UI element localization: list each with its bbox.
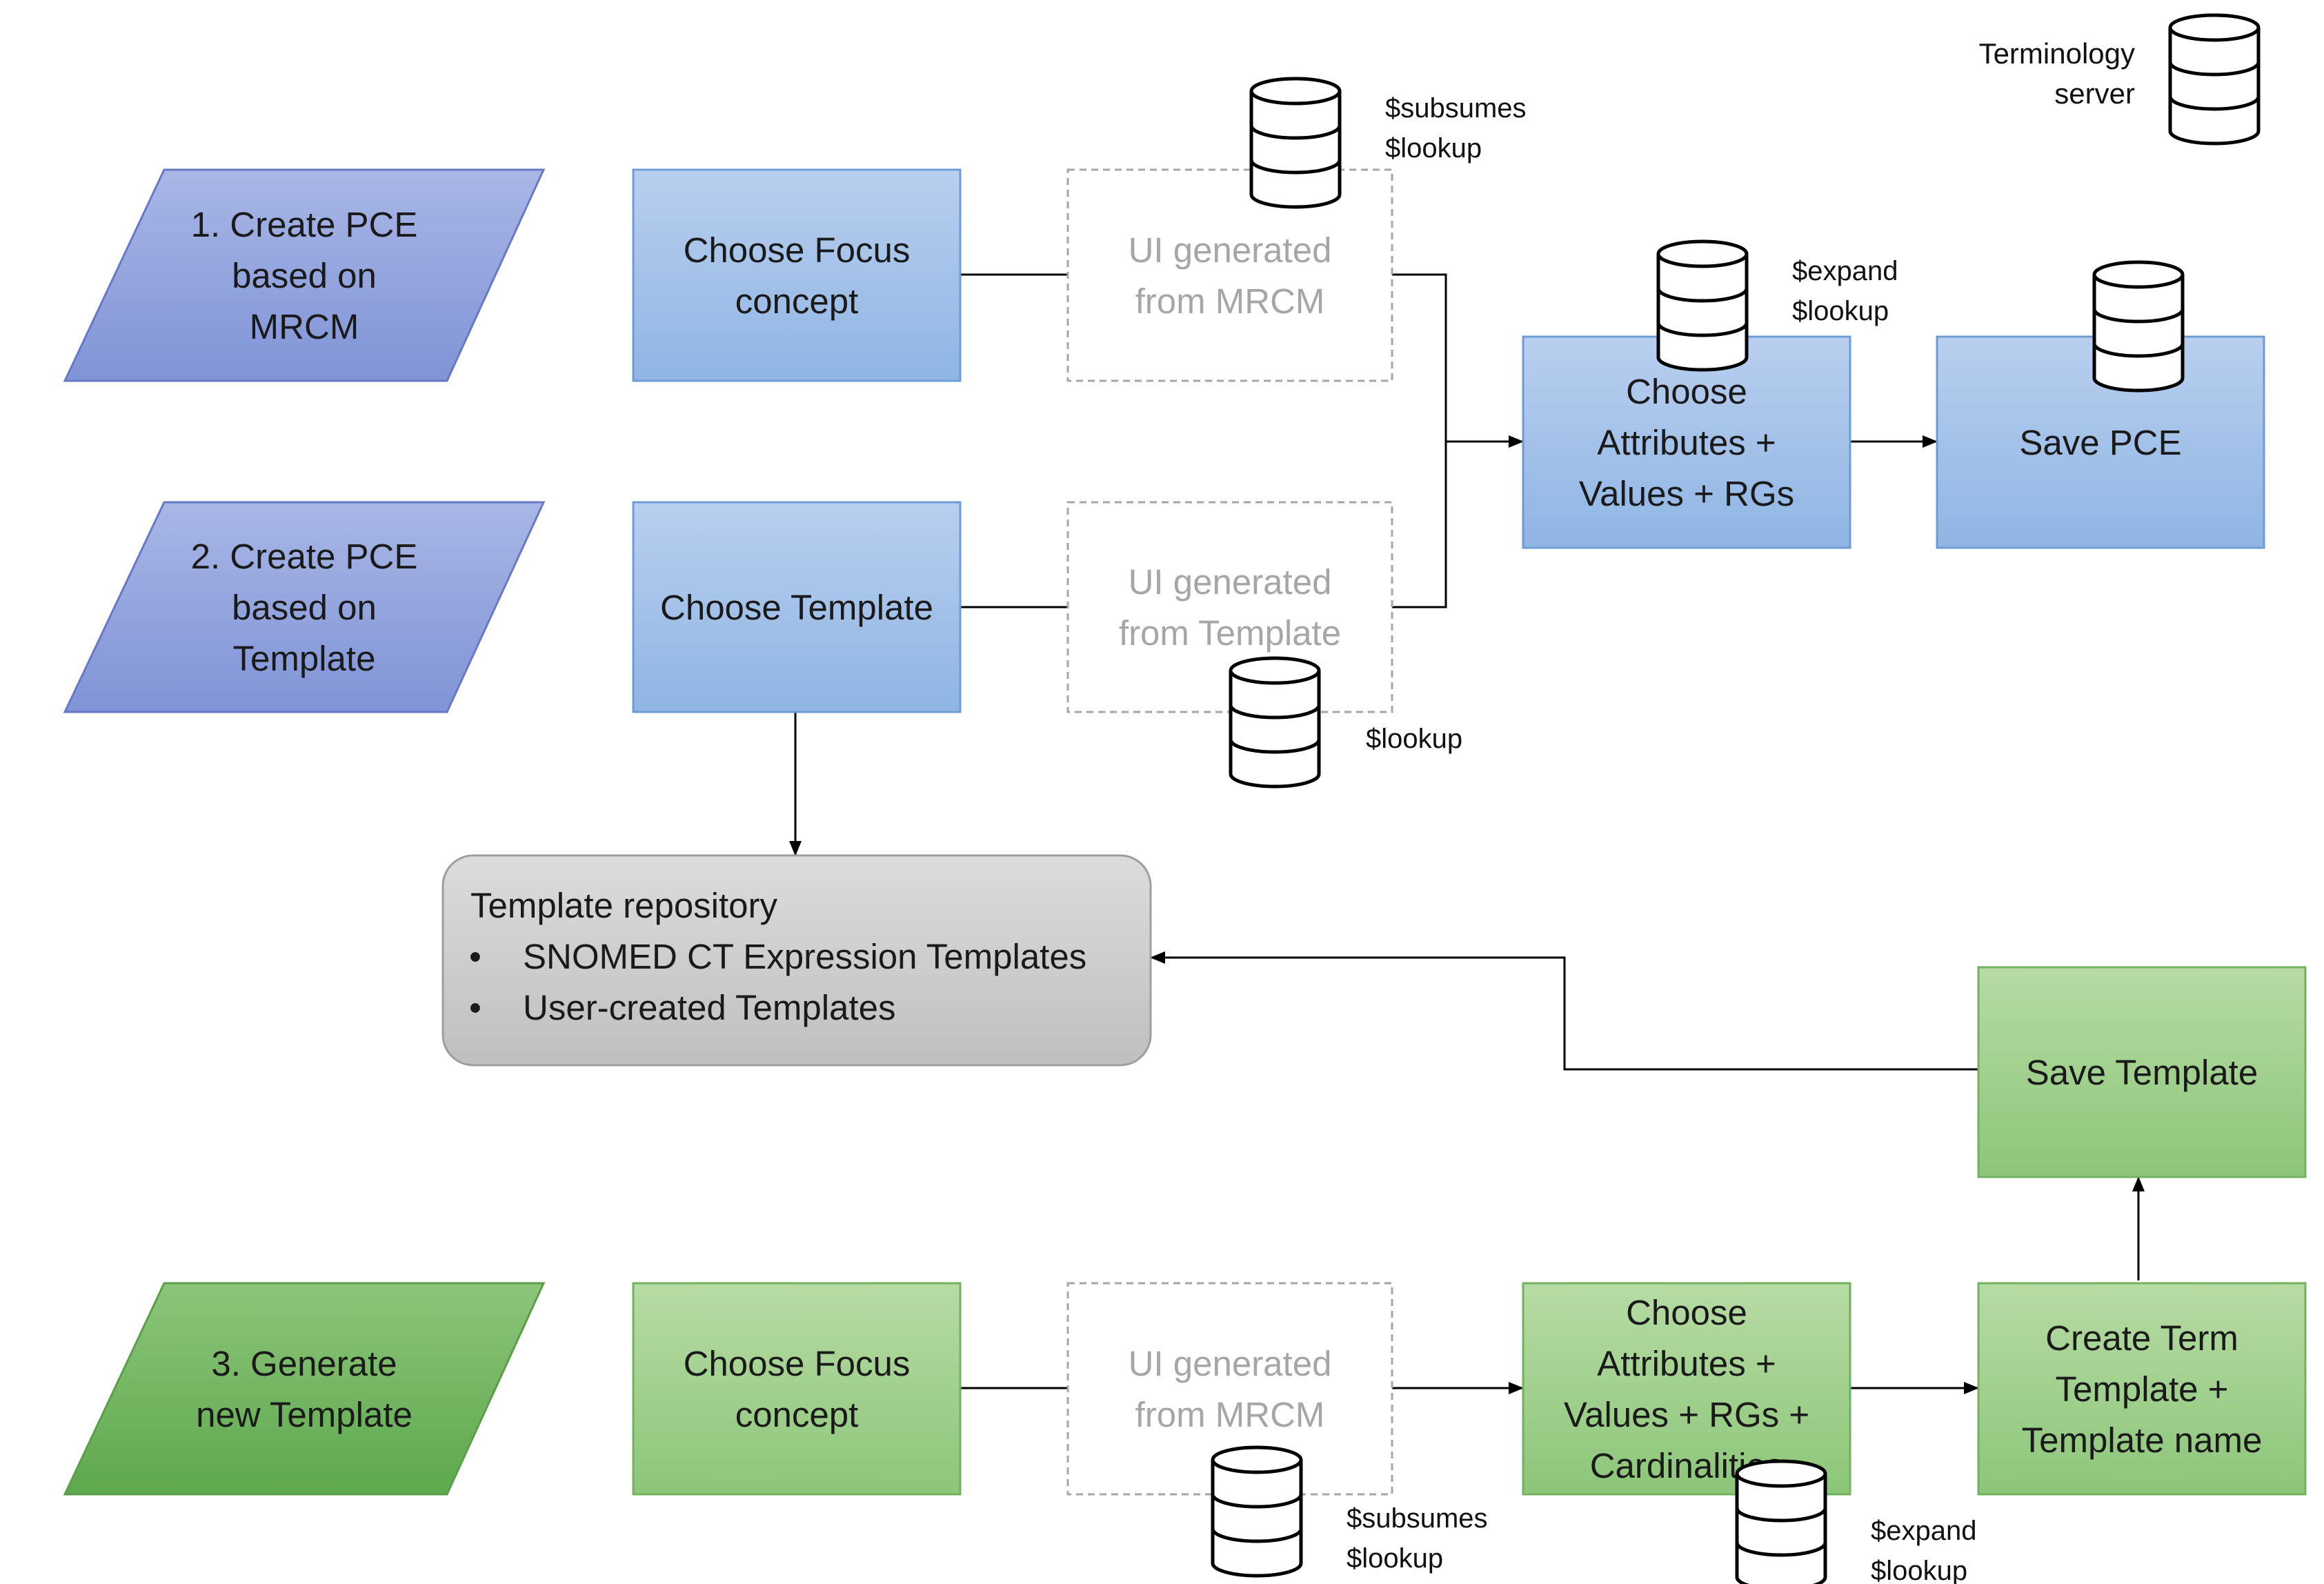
connector-ui-template-to-merge [1392, 442, 1447, 608]
repository-item-snomed-templates: SNOMED CT Expression Templates [523, 937, 1086, 976]
repository-item-user-templates: User-created Templates [523, 988, 895, 1027]
step-label: Save PCE [2019, 423, 2181, 462]
server-call-expand: $expand [1792, 256, 1898, 286]
label-line: Choose Focus [684, 1344, 911, 1383]
server-call-subsumes: $subsumes [1385, 93, 1527, 123]
label-line: Template name [2022, 1420, 2263, 1460]
database-icon [2168, 13, 2261, 146]
label-line: new Template [196, 1395, 413, 1434]
step-save-pce[interactable]: Save PCE [1936, 335, 2265, 549]
database-icon [1249, 77, 1342, 209]
server-call-subsumes: $subsumes [1347, 1503, 1488, 1534]
server-call-lookup: $lookup [1366, 724, 1462, 754]
terminology-server-legend: Terminology server [1979, 37, 2135, 110]
label-line: UI generated [1129, 1344, 1332, 1383]
input-label: 1. Create PCE based on MRCM [191, 205, 418, 346]
label-line: Values + RGs + [1564, 1395, 1809, 1434]
label-line: Attributes + [1597, 1344, 1776, 1383]
step-choose-focus-concept-bottom[interactable]: Choose Focus concept [632, 1282, 962, 1496]
label-line: from MRCM [1135, 281, 1325, 321]
arrow-save-template-to-repository [1150, 951, 1978, 1071]
label-line: 3. Generate [211, 1344, 397, 1383]
label-line: Choose [1626, 372, 1747, 411]
label-line: based on [232, 588, 377, 627]
step-ui-generated-from-template[interactable]: UI generated from Template [1066, 501, 1393, 713]
label-line: Save Template [2026, 1053, 2258, 1092]
step-save-template[interactable]: Save Template [1977, 966, 2307, 1178]
step-label: Save Template [2026, 1053, 2258, 1092]
repository-bullet: • [469, 937, 481, 976]
input-label: 2. Create PCE based on Template [191, 537, 418, 678]
input-create-pce-template[interactable]: 2. Create PCE based on Template [63, 501, 546, 713]
database-icon [1735, 1459, 1827, 1584]
label-line: concept [735, 281, 859, 321]
server-call-lookup: $lookup [1385, 133, 1482, 164]
input-label: 3. Generate new Template [196, 1344, 413, 1434]
step-label: Choose Focus concept [684, 230, 911, 321]
label-line: Template + [2056, 1369, 2229, 1409]
label-line: MRCM [250, 307, 359, 346]
step-label: Choose Template [660, 588, 933, 627]
legend-label-line2: server [2054, 77, 2135, 110]
label-line: 2. Create PCE [191, 537, 418, 576]
label-line: Values + RGs [1579, 474, 1794, 513]
connector-ui-mrcm-to-merge [1392, 273, 1447, 442]
server-call-lookup: $lookup [1347, 1543, 1443, 1574]
step-label: Choose Focus concept [684, 1344, 911, 1434]
step-choose-template[interactable]: Choose Template [632, 501, 962, 713]
label-line: Attributes + [1597, 423, 1776, 462]
input-generate-template[interactable]: 3. Generate new Template [63, 1282, 546, 1496]
label-line: Choose [1626, 1293, 1747, 1332]
server-call-expand: $expand [1871, 1516, 1976, 1546]
server-calls-ui-template: $lookup [1366, 724, 1462, 754]
step-choose-focus-concept-top[interactable]: Choose Focus concept [632, 168, 962, 382]
step-ui-generated-from-mrcm-top[interactable]: UI generated from MRCM [1066, 168, 1393, 382]
label-line: from MRCM [1135, 1395, 1325, 1434]
database-icon [2092, 260, 2185, 393]
label-line: concept [735, 1395, 859, 1434]
label-line: Template [233, 639, 376, 678]
label-line: 1. Create PCE [191, 205, 418, 244]
label-line: UI generated [1129, 230, 1332, 270]
database-icon [1229, 656, 1321, 789]
label-line: Choose Template [660, 588, 933, 627]
input-create-pce-mrcm[interactable]: 1. Create PCE based on MRCM [63, 168, 546, 382]
repository-bullet: • [469, 988, 481, 1027]
database-icon [1656, 239, 1749, 372]
step-label: UI generated from MRCM [1129, 1344, 1332, 1434]
database-icon [1211, 1445, 1303, 1578]
server-call-lookup: $lookup [1871, 1556, 1967, 1584]
server-calls-ui-mrcm-top: $subsumes $lookup [1385, 93, 1527, 164]
label-line: UI generated [1129, 562, 1332, 602]
step-label: UI generated from Template [1119, 562, 1341, 653]
label-line: Save PCE [2019, 423, 2181, 462]
label-line: from Template [1119, 613, 1341, 653]
server-calls-attributes-bottom: $expand $lookup [1871, 1516, 1976, 1584]
template-repository[interactable]: Template repository • SNOMED CT Expressi… [441, 854, 1152, 1067]
legend-label-line1: Terminology [1979, 37, 2135, 70]
connectors [789, 273, 2145, 1394]
server-calls-ui-mrcm-bottom: $subsumes $lookup [1347, 1503, 1488, 1574]
label-line: Create Term [2045, 1318, 2238, 1358]
server-call-lookup: $lookup [1792, 296, 1889, 326]
label-line: based on [232, 256, 377, 295]
step-label: UI generated from MRCM [1129, 230, 1332, 321]
label-line: Choose Focus [684, 230, 911, 270]
server-calls-attributes-top: $expand $lookup [1792, 256, 1898, 326]
repository-title: Template repository [470, 886, 778, 925]
